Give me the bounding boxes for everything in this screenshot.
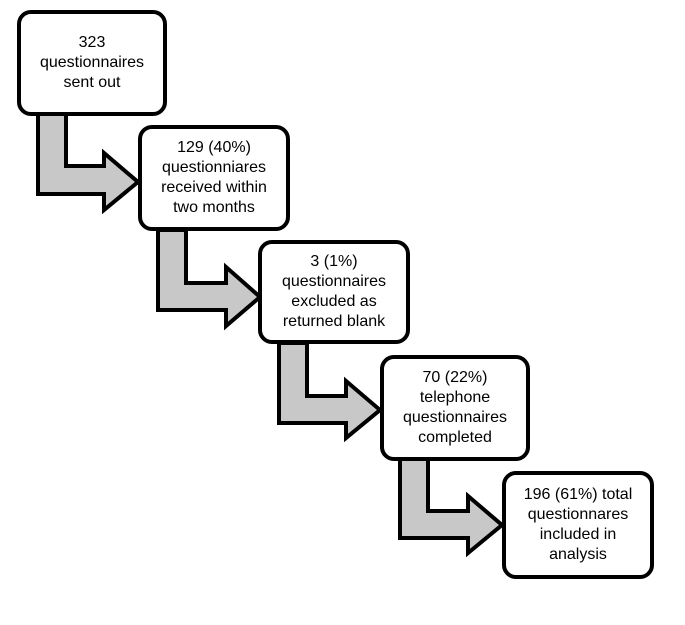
flow-arrow-4: [398, 457, 506, 558]
flow-step-3-text: 3 (1%) questionnaires excluded as return…: [281, 253, 387, 330]
flow-step-4-box: 70 (22%) telephone questionnaires comple…: [380, 355, 530, 461]
flow-step-5-text: 196 (61%) total questionnares included i…: [523, 486, 633, 563]
flow-step-1-box: 323 questionnaires sent out: [17, 10, 167, 116]
flow-arrow-3: [277, 341, 384, 443]
flow-step-2-text: 129 (40%) questionniares received within…: [161, 139, 267, 216]
flow-step-2-box: 129 (40%) questionniares received within…: [138, 125, 290, 231]
flow-step-4-text: 70 (22%) telephone questionnaires comple…: [402, 369, 508, 446]
flow-step-3-box: 3 (1%) questionnaires excluded as return…: [258, 240, 410, 344]
flow-step-5-box: 196 (61%) total questionnares included i…: [502, 471, 654, 579]
flow-arrow-2: [156, 228, 264, 331]
flow-step-1-text: 323 questionnaires sent out: [39, 34, 145, 91]
flow-arrow-1: [36, 111, 142, 215]
